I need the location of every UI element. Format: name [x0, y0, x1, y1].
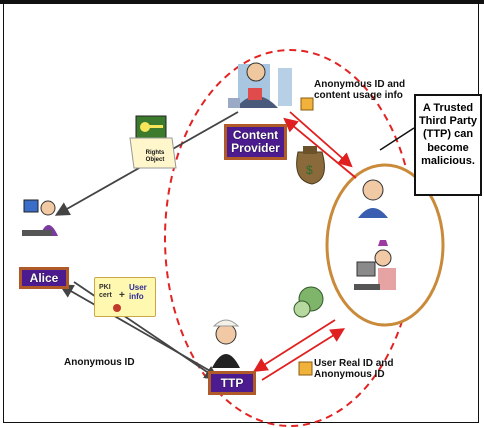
pki-cert-card: PKI cert + User info: [94, 277, 156, 317]
content-provider-box: Content Provider: [224, 124, 287, 160]
pki-text: PKI: [99, 284, 111, 291]
judge-icon: [212, 319, 240, 368]
svg-text:$: $: [306, 163, 313, 177]
info-text: info: [129, 291, 144, 301]
money-bag-icon: $: [296, 146, 325, 185]
hacker-icon: [354, 240, 396, 290]
folder-icon: [298, 361, 313, 376]
malicious-ttp-callout: A Trusted Third Party (TTP) can become m…: [414, 94, 482, 196]
alice-label: Alice: [29, 271, 59, 285]
anonymous-id-note: Anonymous ID: [64, 357, 135, 368]
arrow-users-to-ttp: [252, 319, 336, 372]
top-border: [0, 0, 484, 4]
anonymous-usage-note: Anonymous ID and content usage info: [314, 79, 405, 101]
real-id-note: User Real ID and Anonymous ID: [314, 358, 393, 380]
alice-box: Alice: [19, 267, 69, 289]
plus-sign: +: [119, 290, 125, 301]
cert-text: cert: [99, 291, 112, 299]
ttp-label: TTP: [220, 376, 244, 390]
rights-object-label: Rights Object: [140, 150, 170, 163]
arrow-ttp-to-users: [261, 328, 346, 381]
key-icon: [129, 115, 177, 169]
arrow-users-to-provider: [283, 117, 357, 179]
real-id-line1: User Real ID and: [314, 358, 394, 369]
callout-line1: A Trusted: [422, 102, 474, 114]
callout-line4: become: [427, 141, 469, 154]
anonymous-usage-line2: content usage info: [314, 90, 403, 101]
pki-cert-label: PKI cert: [99, 284, 112, 299]
callout-line5: malicious.: [421, 154, 475, 167]
callout-line3: (TTP) can: [422, 128, 474, 141]
seal-icon: [113, 304, 121, 312]
callout-pointer: [379, 127, 415, 151]
ttp-box: TTP: [208, 371, 256, 395]
user-info-label: User info: [129, 283, 147, 302]
anonymous-usage-line1: Anonymous ID and: [314, 79, 406, 90]
user-text: User: [129, 283, 147, 292]
real-id-line2: Anonymous ID: [314, 369, 385, 380]
rights-text: Rights: [145, 150, 165, 156]
content-provider-icon: [228, 62, 292, 108]
computer-user-icon: [22, 199, 58, 236]
money-exchange-icon: [293, 286, 324, 318]
person-icon: [358, 179, 388, 218]
folder-icon: [300, 97, 314, 111]
callout-line2: Third Party: [418, 115, 478, 128]
arrow-provider-to-users: [289, 111, 353, 168]
content-provider-line1: Content: [232, 127, 279, 142]
content-provider-line2: Provider: [231, 141, 280, 155]
object-text: Object: [145, 156, 165, 163]
